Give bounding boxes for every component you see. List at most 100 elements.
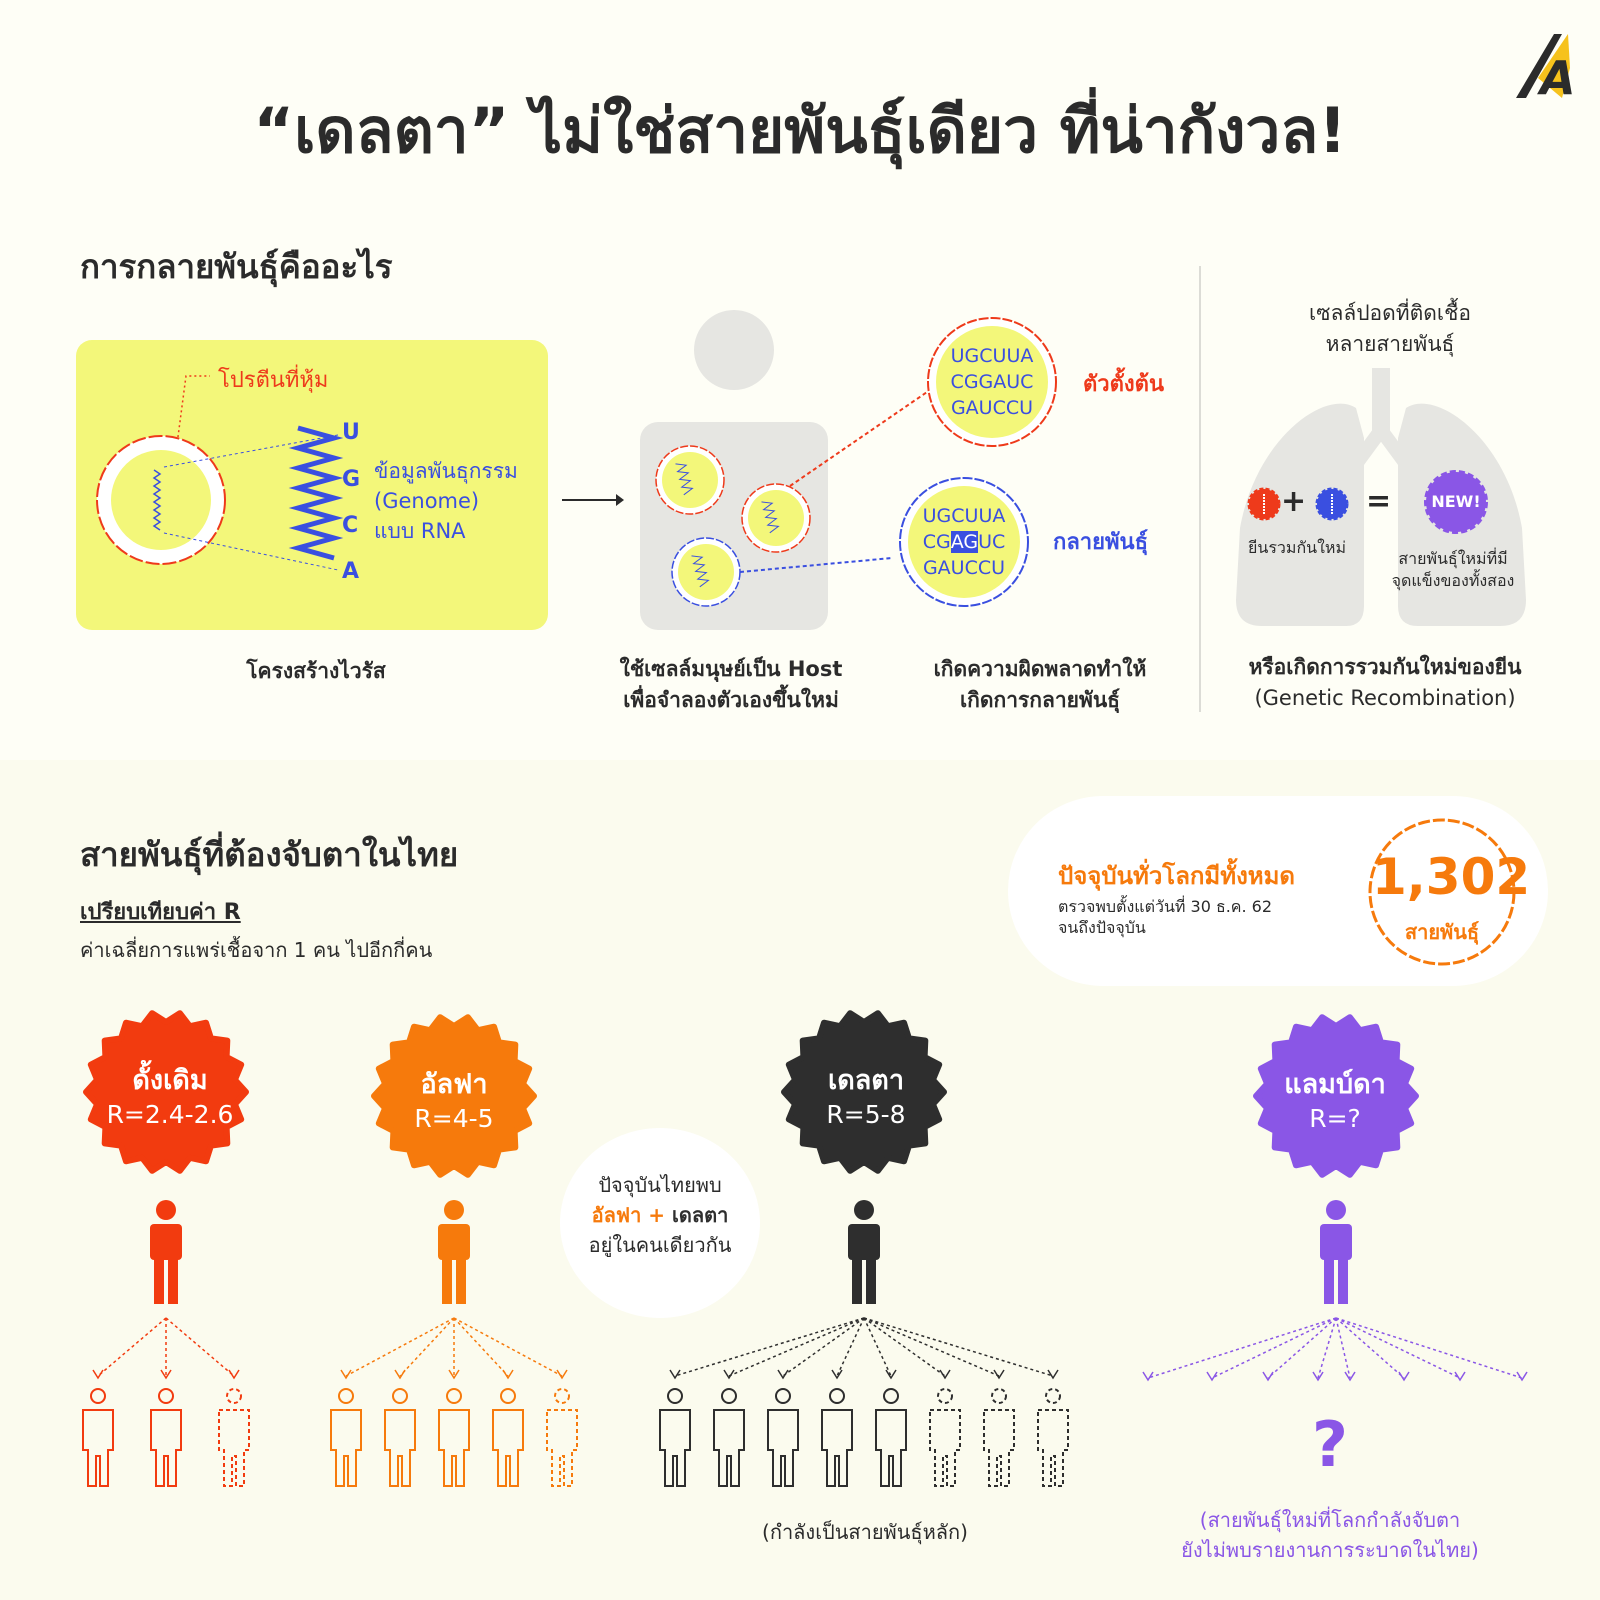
potential-person-icon [1037,1388,1069,1487]
new-variant-icon [1424,470,1488,534]
infected-person-icon [875,1388,907,1487]
variant-badge-alpha: อัลฟา R=4-5 [374,1068,534,1136]
genome-label-line-2: (Genome) [374,489,480,513]
thai-note-bubble [560,1128,760,1318]
global-count-value: 1,302 [1372,848,1531,906]
arrow-head [394,1369,406,1380]
infected-person-icon [713,1388,745,1487]
lambda-question-mark: ? [1312,1408,1348,1481]
host-head-icon [694,310,774,390]
arrow-head [1516,1371,1528,1382]
host-caption-line-2: เพื่อจำลองตัวเองขึ้นใหม่ [623,688,839,712]
mutation-caption-line-1: เกิดความผิดพลาดทำให้ [933,657,1147,681]
coat-protein-label: โปรตีนที่หุ้ม [218,368,329,393]
spread-arrow [674,1317,865,1377]
arrow-head [340,1369,352,1380]
thai-note-line-1: ปัจจุบันไทยพบ [598,1173,722,1197]
arrow-head [160,1369,172,1380]
original-sequence: UGCUUA CGGAUC GAUCCU [932,343,1052,421]
base-g: G [342,467,361,492]
arrow-head [1312,1371,1324,1382]
infected-person-icon [150,1388,182,1487]
variant-r-value: R=2.4-2.6 [106,1100,234,1129]
spread-arrow [863,1317,1000,1377]
section1-heading: การกลายพันธุ์คืออะไร [80,247,393,286]
virus-blue-icon [671,537,741,607]
source-person-icon [848,1200,880,1304]
arrow-head [1262,1371,1274,1382]
spread-arrow [345,1317,455,1377]
genome-label-line-1: ข้อมูลพันธุกรรม [374,459,518,483]
base-a: A [342,559,360,584]
infected-person-icon [384,1388,416,1487]
arrow-head [1344,1371,1356,1382]
mutation-highlight: AG [950,531,979,553]
arrow-head [556,1369,568,1380]
variant-badge-shape [781,1010,947,1174]
lung-header-line-1: เซลล์ปอดที่ติดเชื้อ [1309,301,1471,325]
variant-comparison-diagram [82,1010,1528,1487]
arrow-right-icon [562,494,624,506]
spread-arrow [1317,1317,1337,1379]
seq-line: UGCUUA [950,345,1034,367]
host-mutation-diagram [640,310,1057,630]
seq-line: UGCUUA [922,505,1006,527]
variant-r-value: R=? [1309,1104,1361,1133]
arrow-head [1047,1369,1059,1380]
alpha-mention: อัลฟา [591,1203,642,1227]
plus-mention: + [641,1203,673,1227]
potential-person-icon [929,1388,961,1487]
spread-arrow [863,1317,892,1377]
spread-arrow [1211,1317,1337,1379]
host-caption: ใช้เซลล์มนุษย์เป็น Host เพื่อจำลองตัวเอง… [586,654,876,716]
arrow-head [502,1369,514,1380]
arrow-head [993,1369,1005,1380]
source-person-icon [1320,1200,1352,1304]
lambda-note-line-2: ยังไม่พบรายงานการระบาดในไทย) [1181,1538,1479,1562]
recombination-caption-line-1: หรือเกิดการรวมกันใหม่ของยีน [1248,655,1522,679]
global-count-note-line-1: ตรวจพบตั้งแต่วันที่ 30 ธ.ค. 62 [1058,897,1273,916]
recombination-caption: หรือเกิดการรวมกันใหม่ของยีน (Genetic Rec… [1210,652,1560,714]
variant-name: เดลตา [827,1065,904,1096]
global-count-note: ตรวจพบตั้งแต่วันที่ 30 ธ.ค. 62 จนถึงปัจจ… [1058,896,1272,938]
infected-person-icon [492,1388,524,1487]
arrow-head [92,1369,104,1380]
equals-sign: = [1366,484,1392,519]
delta-mention: เดลตา [672,1203,729,1227]
potential-person-icon [546,1388,578,1487]
genome-label: ข้อมูลพันธุกรรม (Genome) แบบ RNA [374,456,518,546]
variant-badge-delta: เดลตา R=5-8 [786,1064,946,1132]
arrow-head [831,1369,843,1380]
recombination-caption-line-2: (Genetic Recombination) [1254,686,1516,710]
r-description: ค่าเฉลี่ยการแพร่เชื้อจาก 1 คน ไปอีกกี่คน [80,938,433,962]
spread-arrow [1335,1317,1405,1379]
potential-person-icon [218,1388,250,1487]
arrow-head [448,1369,460,1380]
infected-person-icon [82,1388,114,1487]
spread-arrow [863,1317,946,1377]
new-variant-note: สายพันธุ์ใหม่ที่มี จุดแข็งของทั้งสอง [1378,548,1528,592]
virus-structure-caption: โครงสร้างไวรัส [246,659,386,683]
spread-arrow [453,1317,509,1377]
spread-arrow [453,1317,563,1377]
base-u: U [342,420,360,445]
r-compare-subheading: เปรียบเทียบค่า R [80,900,241,925]
seq-line: CGAGUC [904,529,1024,555]
thai-note-text: ปัจจุบันไทยพบ อัลฟา + เดลตา อยู่ในคนเดีย… [560,1170,760,1260]
variant-badge-lambda: แลมบ์ดา R=? [1255,1068,1415,1136]
section2-heading: สายพันธุ์ที่ต้องจับตาในไทย [80,835,459,874]
seq-part: CG [922,531,951,553]
infected-person-icon [330,1388,362,1487]
gene-recombine-note: ยีนรวมกันใหม่ [1248,538,1346,557]
seq-line: CGGAUC [950,371,1034,393]
arrow-head [1142,1371,1154,1382]
host-caption-line-1: ใช้เซลล์มนุษย์เป็น Host [619,657,843,681]
source-person-icon [150,1200,182,1304]
lung-header-line-2: หลายสายพันธุ์ [1325,332,1455,356]
global-count-note-line-2: จนถึงปัจจุบัน [1058,918,1146,937]
spread-arrow [1335,1317,1523,1379]
spread-arrow [836,1317,865,1377]
logo-letter: A [1537,51,1574,104]
lambda-note: (สายพันธุ์ใหม่ที่โลกกำลังจับตา ยังไม่พบร… [1150,1505,1510,1565]
seq-part: UC [978,531,1006,553]
